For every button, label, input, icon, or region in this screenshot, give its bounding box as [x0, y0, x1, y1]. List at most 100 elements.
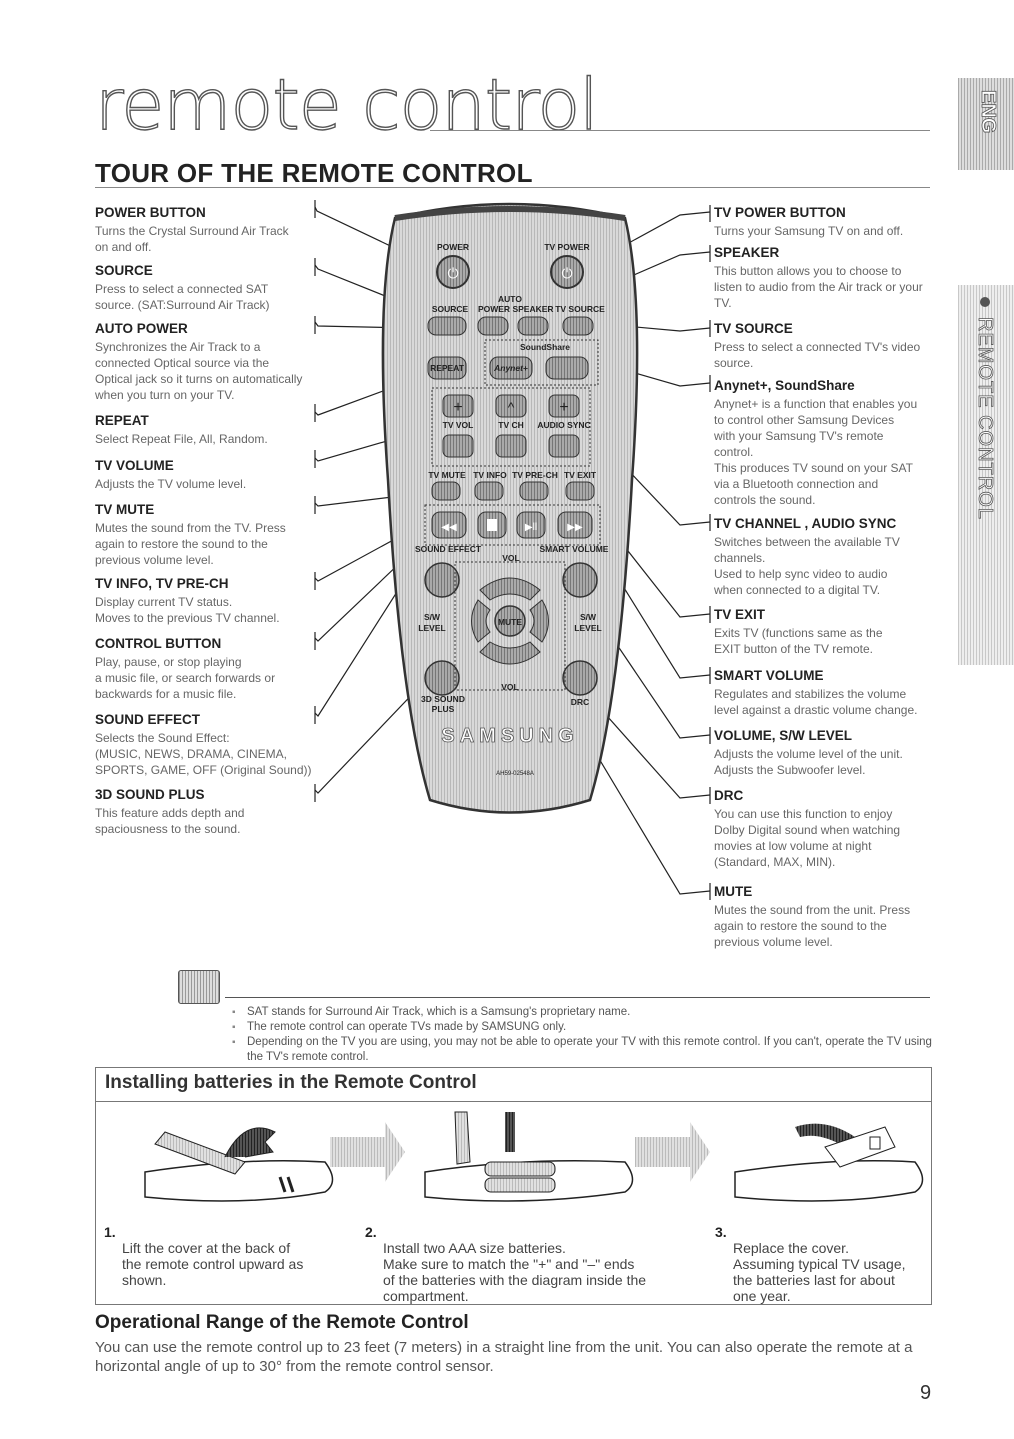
- vol-down-button[interactable]: [479, 641, 541, 665]
- section-title: TOUR OF THE REMOTE CONTROL: [95, 158, 533, 188]
- 3d-sound-button[interactable]: [424, 660, 460, 696]
- step3-remote-icon: [734, 1123, 924, 1202]
- desc-text: You can use this function to enjoy Dolby…: [714, 807, 901, 869]
- note-pencil-icon: [178, 970, 220, 1004]
- forward-icon: ▶▶: [567, 522, 583, 533]
- vol-down-label: VOL: [501, 682, 518, 692]
- vol-up-label: VOL: [502, 553, 519, 563]
- batteries-rule: [95, 1101, 932, 1102]
- power-label: POWER: [437, 242, 469, 252]
- desc-text: Exits TV (functions same as the EXIT but…: [714, 626, 883, 656]
- desc-heading: SPEAKER: [714, 245, 780, 260]
- svg-text:^: ^: [508, 399, 515, 415]
- arrow-icon: [635, 1122, 710, 1182]
- desc-heading: Anynet+, SoundShare: [714, 378, 855, 393]
- tv-vol-down-button[interactable]: [442, 434, 474, 458]
- tv-exit-button[interactable]: [565, 481, 595, 501]
- battery-steps-illustration: [144, 1111, 924, 1202]
- smart-volume-label: SMART VOLUME: [540, 544, 609, 554]
- step-text: Replace the cover. Assuming typical TV u…: [733, 1240, 906, 1304]
- batteries-panel: [95, 1067, 932, 1305]
- desc-text: Adjusts the TV volume level.: [95, 477, 247, 491]
- 3d-sound-label: 3D SOUND: [421, 694, 465, 704]
- desc-heading: TV VOLUME: [95, 458, 174, 473]
- power-icon: ⏻: [447, 265, 458, 281]
- desc-text: This feature adds depth and spaciousness…: [95, 806, 245, 836]
- drc-button[interactable]: [562, 660, 598, 696]
- title-rule: [430, 130, 930, 131]
- desc-heading: TV EXIT: [714, 607, 766, 622]
- tv-vol-up-button[interactable]: [442, 394, 474, 418]
- chapter-tab-label: REMOTE CONTROL: [974, 317, 997, 521]
- desc-heading: VOLUME, S/W LEVEL: [714, 728, 853, 743]
- rewind-icon: ◀◀: [441, 522, 457, 533]
- mute-label: MUTE: [498, 617, 522, 627]
- desc-text: Press to select a connected TV's video s…: [714, 340, 921, 370]
- soundshare-button[interactable]: [545, 356, 589, 380]
- speaker-button[interactable]: [517, 316, 549, 336]
- batteries-title: Installing batteries in the Remote Contr…: [105, 1072, 477, 1093]
- language-tab-label: ENG: [977, 90, 1000, 134]
- tv-ch-down-button[interactable]: [495, 434, 527, 458]
- svg-text:+: +: [453, 399, 462, 416]
- speaker-label: SPEAKER: [512, 304, 553, 314]
- remote-body: [381, 202, 639, 814]
- sw-level-up-button[interactable]: [529, 599, 549, 643]
- note-item: SAT stands for Surround Air Track, which…: [232, 1005, 932, 1020]
- desc-text: Select Repeat File, All, Random.: [95, 432, 268, 446]
- tv-source-button[interactable]: [562, 316, 594, 336]
- notes-list: SAT stands for Surround Air Track, which…: [232, 1005, 932, 1065]
- auto-power-button[interactable]: [477, 316, 509, 336]
- tv-info-label: TV INFO: [473, 470, 507, 480]
- tv-ch-up-button[interactable]: [495, 394, 527, 418]
- chapter-tab: REMOTE CONTROL: [958, 285, 1014, 665]
- anynet-button[interactable]: [489, 356, 533, 380]
- sw-level-left-label: S/W: [424, 612, 441, 622]
- play-pause-button[interactable]: [516, 511, 546, 539]
- language-tab: ENG: [958, 78, 1014, 170]
- sw-level-left-label-2: LEVEL: [418, 623, 445, 633]
- desc-heading: SMART VOLUME: [714, 668, 824, 683]
- tv-info-button[interactable]: [474, 481, 504, 501]
- operational-range-title: Operational Range of the Remote Control: [95, 1312, 469, 1333]
- audio-sync-minus-button[interactable]: [548, 434, 580, 458]
- auto-power-label: POWER: [478, 304, 510, 314]
- desc-text: Anynet+ is a function that enables you t…: [714, 397, 918, 507]
- audio-sync-plus-button[interactable]: [548, 394, 580, 418]
- vol-up-button[interactable]: [479, 577, 541, 601]
- tv-mute-button[interactable]: [431, 481, 461, 501]
- forward-button[interactable]: [557, 511, 593, 539]
- tv-power-icon: ⏻: [561, 265, 572, 281]
- desc-heading: 3D SOUND PLUS: [95, 787, 205, 802]
- rewind-button[interactable]: [431, 511, 467, 539]
- sound-effect-button[interactable]: [424, 562, 460, 598]
- tv-source-label: TV SOURCE: [555, 304, 605, 314]
- desc-heading: AUTO POWER: [95, 321, 188, 336]
- source-button[interactable]: [427, 316, 467, 336]
- sw-level-down-button[interactable]: [471, 599, 491, 643]
- smart-volume-button[interactable]: [562, 562, 598, 598]
- sw-level-right-label: S/W: [580, 612, 597, 622]
- auto-label: AUTO: [498, 294, 522, 304]
- mute-button[interactable]: [494, 605, 526, 637]
- tv-power-button[interactable]: [550, 255, 584, 289]
- step-number: 2.: [365, 1224, 377, 1240]
- section-rule: [95, 187, 930, 188]
- 3d-sound-label-2: PLUS: [432, 704, 455, 714]
- desc-heading: SOUND EFFECT: [95, 712, 201, 727]
- model-number: AH59-02548A: [496, 771, 534, 777]
- desc-tv-exit: TV EXIT Exits TV (functions same as the E…: [714, 606, 964, 657]
- desc-heading: CONTROL BUTTON: [95, 636, 222, 651]
- repeat-button[interactable]: [427, 356, 467, 380]
- tv-pre-ch-button[interactable]: [519, 481, 549, 501]
- power-button[interactable]: [436, 255, 470, 289]
